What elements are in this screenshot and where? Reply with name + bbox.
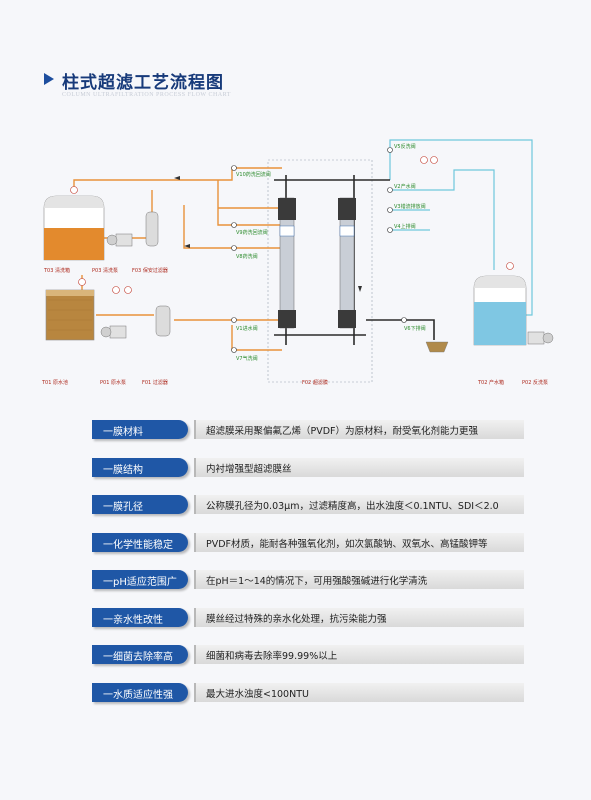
label-v10: V10药洗回流阀 bbox=[236, 171, 271, 178]
label-v6: V6下排阀 bbox=[404, 325, 426, 332]
label-f02: F02 超滤膜 bbox=[302, 379, 328, 386]
label-v7: V7气洗阀 bbox=[236, 355, 258, 362]
feature-desc-box: 内衬增强型超滤膜丝 bbox=[194, 457, 524, 477]
feature-desc: 公称膜孔径为0.03μm，过滤精度高，出水浊度＜0.1NTU、SDI＜2.0 bbox=[206, 501, 499, 512]
feature-label-pill: 一化学性能稳定 bbox=[92, 532, 188, 552]
feature-desc: PVDF材质，能耐各种强氧化剂，如次氯酸钠、双氧水、高锰酸钾等 bbox=[206, 538, 488, 550]
drain-tray-icon bbox=[425, 341, 449, 353]
page-subtitle: COLUMN ULTRAFILTRATION PROCESS FLOW CHAR… bbox=[62, 92, 231, 98]
gauge-icons bbox=[70, 156, 514, 294]
feature-label-pill: 一水质适应性强 bbox=[92, 682, 188, 702]
feature-row: 一细菌去除率高 细菌和病毒去除率99.99%以上 bbox=[92, 645, 524, 664]
t01-raw-water-tank bbox=[45, 289, 95, 341]
membrane-frame bbox=[267, 159, 373, 383]
uf-membrane-right bbox=[338, 197, 356, 329]
feature-row: 一膜孔径 公称膜孔径为0.03μm，过滤精度高，出水浊度＜0.1NTU、SDI＜… bbox=[92, 495, 524, 514]
feature-label: 一膜材料 bbox=[103, 427, 143, 438]
feature-label-pill: 一pH适应范围广 bbox=[92, 570, 188, 589]
feature-desc: 内衬增强型超滤膜丝 bbox=[206, 463, 292, 475]
f01-filter-icon bbox=[155, 305, 171, 337]
label-t03: T03 清洗箱 bbox=[43, 267, 70, 274]
feature-desc-box: 公称膜孔径为0.03μm，过滤精度高，出水浊度＜0.1NTU、SDI＜2.0 bbox=[194, 495, 524, 514]
label-t02: T02 产水箱 bbox=[477, 379, 504, 386]
label-v8: V8药洗阀 bbox=[236, 253, 258, 260]
label-v3: V3错流排放阀 bbox=[394, 203, 426, 210]
feature-label-pill: 一亲水性改性 bbox=[92, 607, 188, 627]
t02-product-water-tank bbox=[473, 275, 527, 346]
feature-row: 一pH适应范围广 在pH＝1～14的情况下，可用强酸强碱进行化学清洗 bbox=[92, 570, 524, 589]
feature-label-pill: 一膜材料 bbox=[92, 420, 188, 439]
feature-label: 一细菌去除率高 bbox=[103, 652, 173, 663]
label-p03: P03 清洗泵 bbox=[92, 267, 118, 274]
f03-security-filter-icon bbox=[145, 211, 159, 247]
label-t01: T01 原水池 bbox=[41, 379, 68, 386]
uf-membrane-left bbox=[278, 197, 296, 329]
feature-row: 一水质适应性强 最大进水浊度<100NTU bbox=[92, 682, 524, 702]
label-v4: V4上排阀 bbox=[394, 223, 416, 230]
feature-row: 一膜结构 内衬增强型超滤膜丝 bbox=[92, 457, 524, 477]
feature-desc-box: PVDF材质，能耐各种强氧化剂，如次氯酸钠、双氧水、高锰酸钾等 bbox=[194, 532, 524, 552]
p01-pump-icon bbox=[100, 325, 127, 339]
feature-desc-box: 超滤膜采用聚偏氟乙烯（PVDF）为原材料，耐受氧化剂能力更强 bbox=[194, 420, 524, 439]
feature-label-pill: 一膜结构 bbox=[92, 457, 188, 477]
feature-desc: 在pH＝1～14的情况下，可用强酸强碱进行化学清洗 bbox=[206, 576, 428, 587]
label-v1: V1进水阀 bbox=[236, 325, 258, 332]
label-v2: V2产水阀 bbox=[394, 183, 416, 190]
label-v5: V5反洗阀 bbox=[394, 143, 416, 150]
feature-list: 一膜材料 超滤膜采用聚偏氟乙烯（PVDF）为原材料，耐受氧化剂能力更强 一膜结构… bbox=[92, 420, 524, 720]
feature-label-pill: 一细菌去除率高 bbox=[92, 645, 188, 664]
feature-label: 一pH适应范围广 bbox=[103, 577, 177, 588]
feature-desc: 超滤膜采用聚偏氟乙烯（PVDF）为原材料，耐受氧化剂能力更强 bbox=[206, 426, 479, 437]
feature-label: 一化学性能稳定 bbox=[103, 539, 173, 551]
feature-desc-box: 膜丝经过特殊的亲水化处理，抗污染能力强 bbox=[194, 607, 524, 627]
feature-row: 一化学性能稳定 PVDF材质，能耐各种强氧化剂，如次氯酸钠、双氧水、高锰酸钾等 bbox=[92, 532, 524, 552]
feature-label: 一水质适应性强 bbox=[103, 689, 173, 701]
feature-desc: 最大进水浊度<100NTU bbox=[206, 688, 309, 700]
process-flow-diagram: T03 清洗箱 P03 清洗泵 F03 保安过滤器 T01 原水池 P01 原水… bbox=[41, 139, 554, 386]
feature-desc: 膜丝经过特殊的亲水化处理，抗污染能力强 bbox=[206, 613, 387, 625]
p03-pump-icon bbox=[106, 233, 133, 247]
feature-desc-box: 最大进水浊度<100NTU bbox=[194, 682, 524, 702]
feature-desc-box: 细菌和病毒去除率99.99%以上 bbox=[194, 645, 524, 664]
feature-label: 一亲水性改性 bbox=[103, 614, 163, 626]
p02-pump-icon bbox=[527, 331, 554, 345]
feature-label-pill: 一膜孔径 bbox=[92, 495, 188, 514]
feature-desc-box: 在pH＝1～14的情况下，可用强酸强碱进行化学清洗 bbox=[194, 570, 524, 589]
t03-cleaning-tank bbox=[43, 195, 105, 261]
feature-label: 一膜孔径 bbox=[103, 502, 143, 513]
feature-row: 一亲水性改性 膜丝经过特殊的亲水化处理，抗污染能力强 bbox=[92, 607, 524, 627]
feature-desc: 细菌和病毒去除率99.99%以上 bbox=[206, 651, 338, 662]
label-p02: P02 反洗泵 bbox=[522, 379, 548, 386]
label-p01: P01 原水泵 bbox=[100, 379, 126, 386]
title-arrow-icon bbox=[44, 73, 54, 85]
label-v9: V9药洗回流阀 bbox=[236, 229, 268, 236]
label-f03: F03 保安过滤器 bbox=[132, 267, 168, 274]
page-title: 柱式超滤工艺流程图 bbox=[62, 73, 224, 93]
feature-row: 一膜材料 超滤膜采用聚偏氟乙烯（PVDF）为原材料，耐受氧化剂能力更强 bbox=[92, 420, 524, 439]
feature-label: 一膜结构 bbox=[103, 464, 143, 476]
flow-arrow-icons bbox=[174, 176, 362, 292]
valve-icons bbox=[231, 147, 407, 353]
label-f01: F01 过滤器 bbox=[142, 379, 168, 386]
